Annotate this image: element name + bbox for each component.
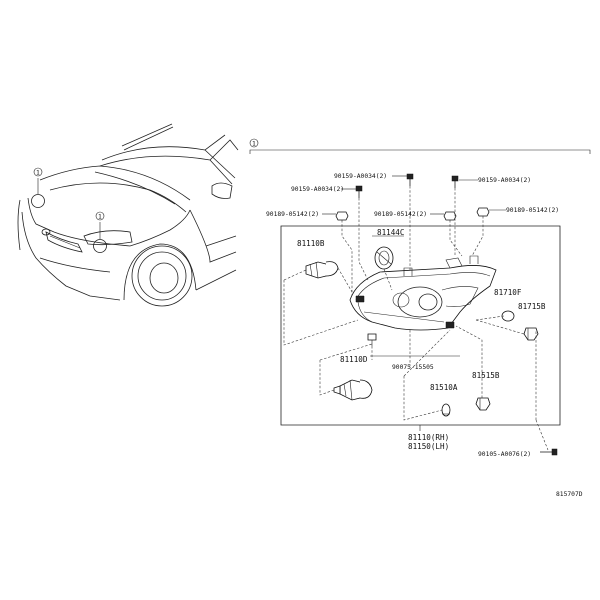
bulb-81110d: [333, 379, 373, 401]
label-81710f: 81710F: [494, 288, 522, 297]
cap-81144c: [374, 246, 394, 270]
label-81715b: 81715B: [518, 302, 546, 311]
bolt-90159-b: [406, 173, 414, 186]
label-81510a: 81510A: [430, 383, 458, 392]
callout-number-car-left: 1: [36, 170, 40, 177]
callout-number-bracket: 1: [252, 141, 256, 148]
bulb-81110b: [305, 261, 339, 279]
leader-lines: [283, 186, 549, 451]
label-90189-05142-right: 90189-05142(2): [506, 207, 559, 214]
reference-code: 815707D: [556, 491, 583, 498]
socket-81515b: [475, 397, 491, 411]
callout-number-car-right: 1: [98, 214, 102, 221]
label-81144c: 81144C: [377, 228, 404, 237]
bulb-81510a: [441, 403, 451, 417]
assembly-bracket: [249, 138, 591, 154]
label-81150-lh: 81150(LH): [408, 442, 449, 451]
socket-81715b: [523, 327, 539, 341]
label-90189-05142-center: 90189-05142(2): [374, 211, 427, 218]
car-front-illustration: [17, 123, 239, 307]
label-81110b: 81110B: [297, 239, 325, 248]
bolt-90159-a: [355, 185, 363, 198]
screw-90105: [540, 448, 558, 456]
assembly-box: [280, 225, 561, 426]
label-81110d: 81110D: [340, 355, 368, 364]
nut-90189-a: [335, 211, 349, 221]
label-81515b: 81515B: [472, 371, 500, 380]
label-81110-rh: 81110(RH): [408, 433, 449, 442]
label-90075-15505: 90075-15505: [392, 364, 434, 371]
label-90105-a0076: 90105-A0076(2): [478, 451, 531, 458]
label-90159-a0034-right: 90159-A0034(2): [478, 177, 531, 184]
label-leaders: [322, 175, 506, 357]
nut-90189-c: [476, 207, 490, 217]
label-90159-a0034-left: 90159-A0034(2): [291, 186, 344, 193]
nut-90189-b: [443, 211, 457, 221]
bolt-90159-c: [451, 175, 459, 188]
label-90159-a0034-center: 90159-A0034(2): [334, 173, 387, 180]
label-90189-05142-left: 90189-05142(2): [266, 211, 319, 218]
headlamp-assembly: [349, 255, 497, 331]
screw-90075: [367, 333, 377, 346]
